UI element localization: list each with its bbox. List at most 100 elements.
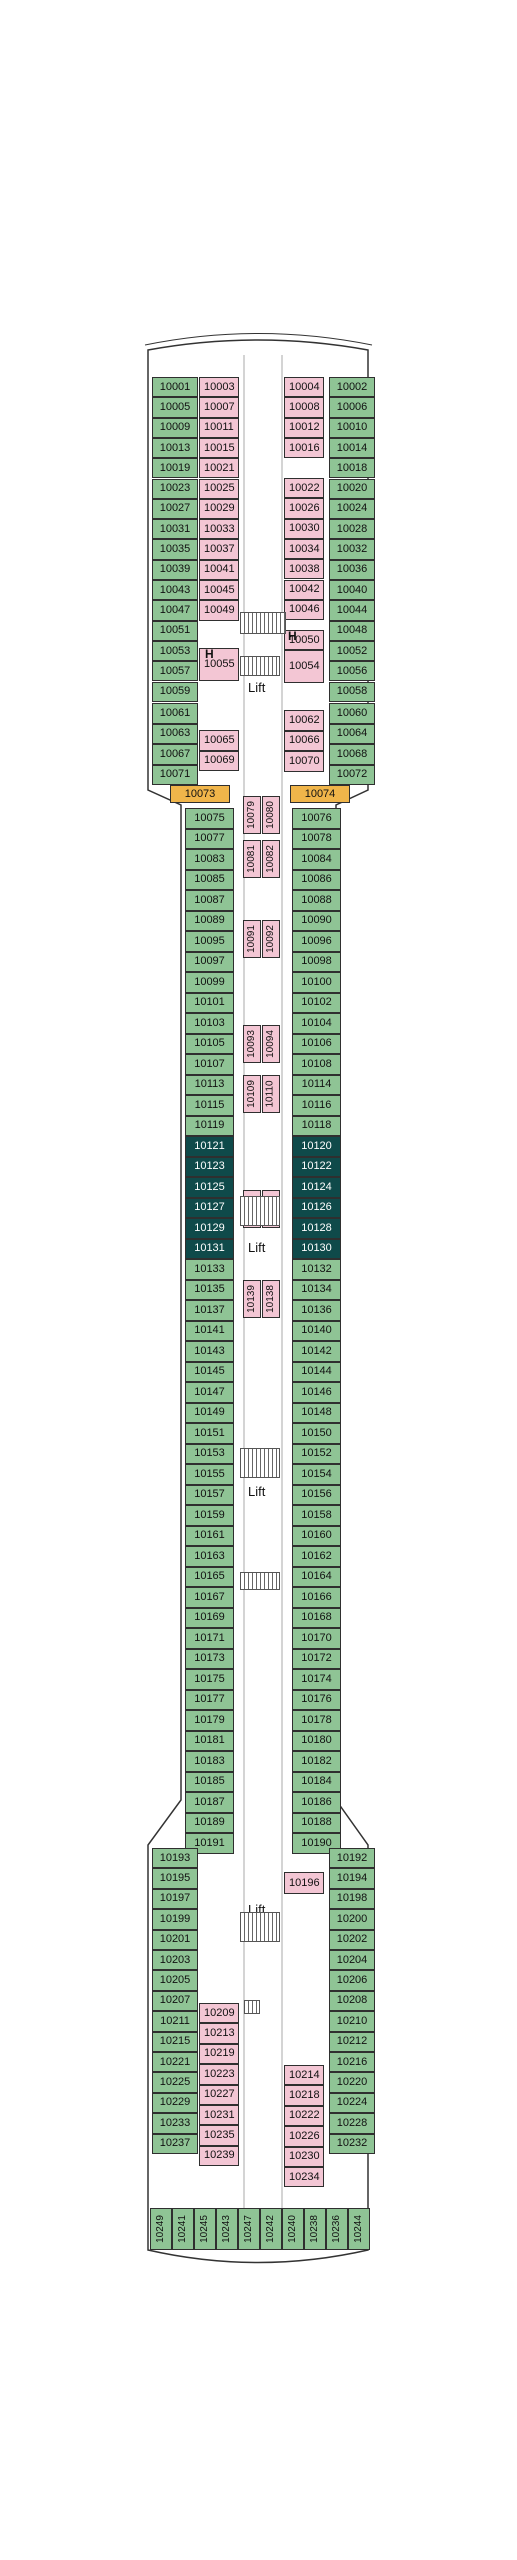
cabin-10171[interactable]: 10171 bbox=[185, 1628, 234, 1649]
cabin-10106[interactable]: 10106 bbox=[292, 1033, 341, 1054]
cabin-10201[interactable]: 10201 bbox=[152, 1929, 198, 1950]
cabin-10128[interactable]: 10128 bbox=[292, 1218, 341, 1239]
cabin-10118[interactable]: 10118 bbox=[292, 1115, 341, 1136]
cabin-10209[interactable]: 10209 bbox=[199, 2003, 239, 2024]
cabin-10176[interactable]: 10176 bbox=[292, 1689, 341, 1710]
cabin-10215[interactable]: 10215 bbox=[152, 2031, 198, 2052]
cabin-10038[interactable]: 10038 bbox=[284, 559, 324, 580]
cabin-10230[interactable]: 10230 bbox=[284, 2146, 324, 2167]
cabin-10211[interactable]: 10211 bbox=[152, 2011, 198, 2032]
cabin-10155[interactable]: 10155 bbox=[185, 1464, 234, 1485]
cabin-10030[interactable]: 10030 bbox=[284, 518, 324, 539]
cabin-10131[interactable]: 10131 bbox=[185, 1238, 234, 1259]
cabin-10105[interactable]: 10105 bbox=[185, 1033, 234, 1054]
cabin-10140[interactable]: 10140 bbox=[292, 1320, 341, 1341]
cabin-10175[interactable]: 10175 bbox=[185, 1669, 234, 1690]
cabin-10180[interactable]: 10180 bbox=[292, 1730, 341, 1751]
cabin-10014[interactable]: 10014 bbox=[329, 437, 375, 459]
cabin-10060[interactable]: 10060 bbox=[329, 703, 375, 724]
cabin-10080[interactable]: 10080 bbox=[262, 796, 280, 834]
cabin-10046[interactable]: 10046 bbox=[284, 599, 324, 621]
cabin-10145[interactable]: 10145 bbox=[185, 1361, 234, 1382]
cabin-10075[interactable]: 10075 bbox=[185, 808, 234, 829]
cabin-10091[interactable]: 10091 bbox=[243, 920, 261, 958]
cabin-10115[interactable]: 10115 bbox=[185, 1095, 234, 1116]
cabin-10059[interactable]: 10059 bbox=[152, 681, 198, 702]
cabin-10231[interactable]: 10231 bbox=[199, 2105, 239, 2126]
cabin-10132[interactable]: 10132 bbox=[292, 1259, 341, 1280]
cabin-10007[interactable]: 10007 bbox=[199, 397, 239, 418]
cabin-10010[interactable]: 10010 bbox=[329, 417, 375, 438]
cabin-10124[interactable]: 10124 bbox=[292, 1177, 341, 1198]
cabin-10047[interactable]: 10047 bbox=[152, 600, 198, 621]
cabin-10186[interactable]: 10186 bbox=[292, 1792, 341, 1813]
cabin-10159[interactable]: 10159 bbox=[185, 1505, 234, 1526]
cabin-10049[interactable]: 10049 bbox=[199, 600, 239, 621]
cabin-10198[interactable]: 10198 bbox=[329, 1888, 375, 1910]
cabin-10240[interactable]: 10240 bbox=[282, 2208, 304, 2250]
cabin-10033[interactable]: 10033 bbox=[199, 519, 239, 540]
cabin-10098[interactable]: 10098 bbox=[292, 951, 341, 972]
cabin-10226[interactable]: 10226 bbox=[284, 2126, 324, 2147]
cabin-10174[interactable]: 10174 bbox=[292, 1669, 341, 1690]
cabin-10126[interactable]: 10126 bbox=[292, 1197, 341, 1218]
cabin-10142[interactable]: 10142 bbox=[292, 1341, 341, 1362]
cabin-10109[interactable]: 10109 bbox=[243, 1075, 261, 1113]
cabin-10245[interactable]: 10245 bbox=[194, 2208, 216, 2250]
cabin-10024[interactable]: 10024 bbox=[329, 498, 375, 520]
cabin-10015[interactable]: 10015 bbox=[199, 437, 239, 459]
cabin-10023[interactable]: 10023 bbox=[152, 478, 198, 499]
cabin-10006[interactable]: 10006 bbox=[329, 397, 375, 418]
cabin-10141[interactable]: 10141 bbox=[185, 1320, 234, 1341]
cabin-special-10073[interactable]: 10073 bbox=[170, 785, 230, 803]
cabin-10045[interactable]: 10045 bbox=[199, 580, 239, 601]
cabin-10164[interactable]: 10164 bbox=[292, 1566, 341, 1587]
cabin-10243[interactable]: 10243 bbox=[216, 2208, 238, 2250]
cabin-10178[interactable]: 10178 bbox=[292, 1710, 341, 1731]
cabin-10203[interactable]: 10203 bbox=[152, 1950, 198, 1971]
cabin-10228[interactable]: 10228 bbox=[329, 2113, 375, 2134]
cabin-10143[interactable]: 10143 bbox=[185, 1341, 234, 1362]
cabin-10048[interactable]: 10048 bbox=[329, 620, 375, 641]
cabin-10065[interactable]: 10065 bbox=[199, 730, 239, 751]
cabin-10202[interactable]: 10202 bbox=[329, 1929, 375, 1950]
cabin-10192[interactable]: 10192 bbox=[329, 1848, 375, 1869]
cabin-10249[interactable]: 10249 bbox=[150, 2208, 172, 2250]
cabin-10090[interactable]: 10090 bbox=[292, 910, 341, 931]
cabin-10042[interactable]: 10042 bbox=[284, 579, 324, 600]
cabin-10027[interactable]: 10027 bbox=[152, 498, 198, 520]
cabin-10012[interactable]: 10012 bbox=[284, 417, 324, 438]
cabin-10093[interactable]: 10093 bbox=[243, 1025, 261, 1063]
cabin-10103[interactable]: 10103 bbox=[185, 1013, 234, 1034]
cabin-10127[interactable]: 10127 bbox=[185, 1197, 234, 1218]
cabin-10130[interactable]: 10130 bbox=[292, 1238, 341, 1259]
cabin-10113[interactable]: 10113 bbox=[185, 1074, 234, 1095]
cabin-10043[interactable]: 10043 bbox=[152, 580, 198, 601]
cabin-10062[interactable]: 10062 bbox=[284, 710, 324, 731]
cabin-10095[interactable]: 10095 bbox=[185, 931, 234, 952]
cabin-10125[interactable]: 10125 bbox=[185, 1177, 234, 1198]
cabin-10172[interactable]: 10172 bbox=[292, 1648, 341, 1669]
cabin-10120[interactable]: 10120 bbox=[292, 1136, 341, 1157]
cabin-10129[interactable]: 10129 bbox=[185, 1218, 234, 1239]
cabin-10026[interactable]: 10026 bbox=[284, 498, 324, 519]
cabin-10133[interactable]: 10133 bbox=[185, 1259, 234, 1280]
cabin-10067[interactable]: 10067 bbox=[152, 744, 198, 765]
cabin-10054[interactable]: 10054 bbox=[284, 650, 324, 683]
cabin-10190[interactable]: 10190 bbox=[292, 1833, 341, 1854]
cabin-10183[interactable]: 10183 bbox=[185, 1751, 234, 1772]
cabin-10071[interactable]: 10071 bbox=[152, 764, 198, 785]
cabin-10221[interactable]: 10221 bbox=[152, 2052, 198, 2073]
cabin-10154[interactable]: 10154 bbox=[292, 1464, 341, 1485]
cabin-10088[interactable]: 10088 bbox=[292, 890, 341, 911]
cabin-10040[interactable]: 10040 bbox=[329, 580, 375, 601]
cabin-10064[interactable]: 10064 bbox=[329, 723, 375, 744]
cabin-10104[interactable]: 10104 bbox=[292, 1013, 341, 1034]
cabin-10114[interactable]: 10114 bbox=[292, 1074, 341, 1095]
cabin-10138[interactable]: 10138 bbox=[262, 1280, 280, 1318]
cabin-10200[interactable]: 10200 bbox=[329, 1909, 375, 1930]
cabin-10236[interactable]: 10236 bbox=[326, 2208, 348, 2250]
cabin-10232[interactable]: 10232 bbox=[329, 2133, 375, 2154]
cabin-10004[interactable]: 10004 bbox=[284, 377, 324, 398]
cabin-10233[interactable]: 10233 bbox=[152, 2113, 198, 2134]
